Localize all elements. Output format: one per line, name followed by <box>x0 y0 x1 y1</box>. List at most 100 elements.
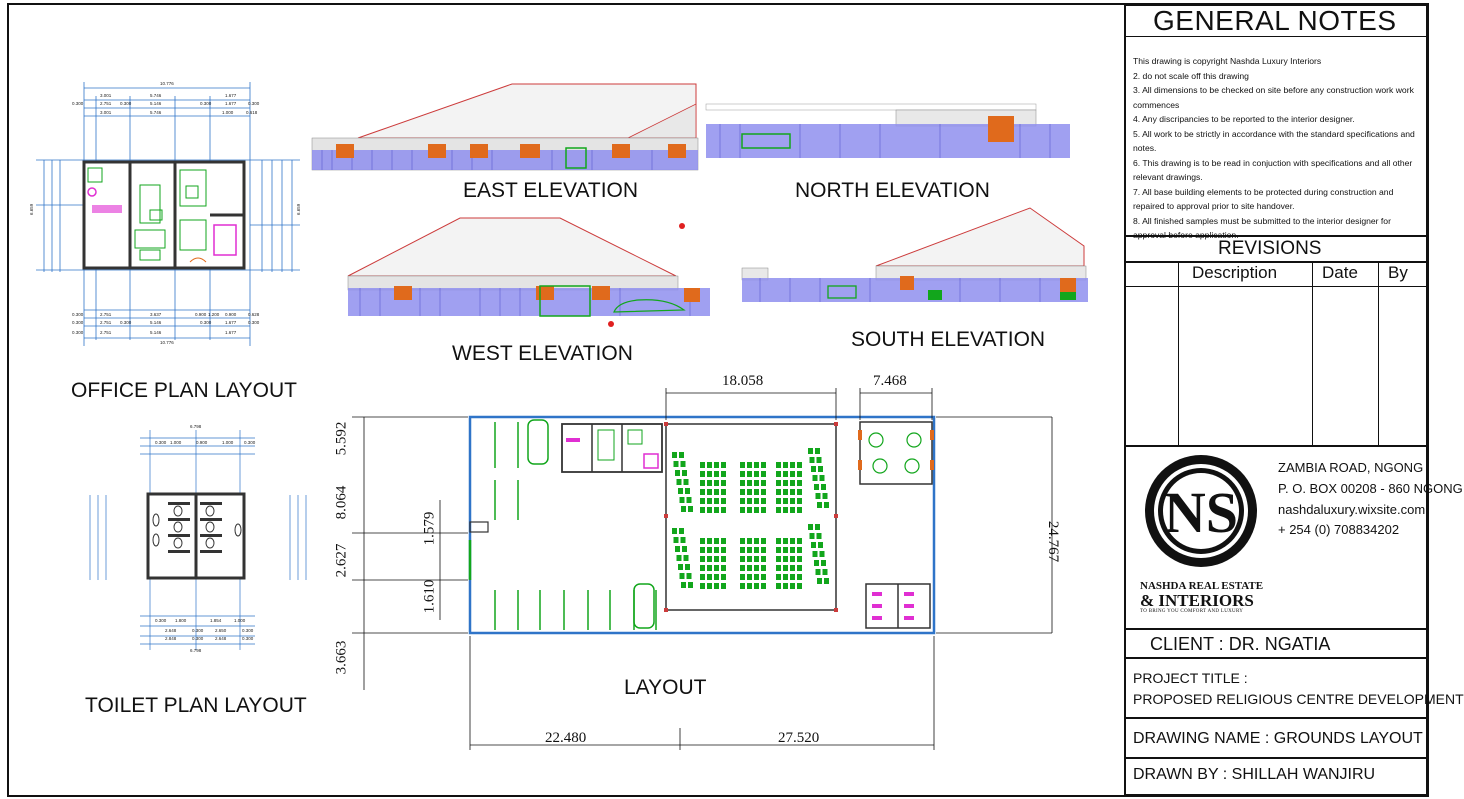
church-seat <box>707 480 712 486</box>
toilet-dimension-text: 2.650 <box>215 628 227 633</box>
title-block <box>1124 4 1428 796</box>
note-item: 5. All work to be strictly in accordance… <box>1133 128 1415 154</box>
church-seat <box>790 471 795 477</box>
church-seat <box>740 480 745 486</box>
church-seat <box>682 546 687 552</box>
church-seat <box>815 493 821 499</box>
church-seat <box>809 457 815 463</box>
church-seat <box>818 542 823 548</box>
church-seat <box>679 573 685 579</box>
church-seat <box>740 565 745 571</box>
church-seat <box>821 484 826 490</box>
church-seat <box>776 489 781 495</box>
church-seat <box>700 498 705 504</box>
svg-text:NS: NS <box>1164 480 1238 545</box>
office-dimension-text: 0.300 <box>72 330 84 335</box>
office-dimension-text: 0.628 <box>248 312 260 317</box>
church-seat <box>700 538 705 544</box>
church-seat <box>821 560 826 566</box>
church-seat <box>714 489 719 495</box>
church-seat <box>819 475 825 481</box>
site-layout-drawing <box>352 388 1053 750</box>
church-seat <box>761 480 766 486</box>
office-dimension-text: 0.300 <box>72 101 84 106</box>
dim-left-2: 8.064 <box>333 485 350 520</box>
office-dimension-text: 6.659 <box>296 203 301 215</box>
church-seat <box>721 462 726 468</box>
church-seat <box>761 489 766 495</box>
company-website-link[interactable]: nashdaluxury.wixsite.com <box>1278 502 1426 517</box>
church-seat <box>783 574 788 580</box>
church-seat <box>761 547 766 553</box>
church-seat <box>714 507 719 513</box>
toilet-dimension-text: 0.300 <box>242 636 254 641</box>
church-seat <box>721 547 726 553</box>
church-seat <box>700 480 705 486</box>
church-seat <box>797 547 802 553</box>
dim-bottom-left: 22.480 <box>545 730 587 746</box>
church-seat <box>747 498 752 504</box>
church-seat <box>824 502 829 508</box>
church-seat <box>790 480 795 486</box>
office-dimension-text: 3.001 <box>100 110 112 115</box>
office-dimension-text: 1.000 <box>222 110 234 115</box>
church-seat <box>747 556 752 562</box>
church-seat <box>776 556 781 562</box>
office-dimension-text: 5.746 <box>150 93 162 98</box>
church-seat <box>776 583 781 589</box>
church-seat <box>679 497 685 503</box>
office-dimension-text: 2.751 <box>100 320 112 325</box>
church-seat <box>747 480 752 486</box>
church-seat <box>761 565 766 571</box>
church-seat <box>714 583 719 589</box>
church-seat <box>761 498 766 504</box>
office-dimension-text: 5.146 <box>150 320 162 325</box>
church-seat <box>812 551 818 557</box>
church-seat <box>740 489 745 495</box>
church-seat <box>685 488 690 494</box>
church-seat <box>676 479 682 485</box>
church-seat <box>776 498 781 504</box>
note-item: 7. All base building elements to be prot… <box>1133 186 1394 212</box>
south-elevation-title: SOUTH ELEVATION <box>851 328 1046 351</box>
office-dimension-text: 1.677 <box>225 320 237 325</box>
church-seat <box>797 556 802 562</box>
toilet-dimension-text: 0.300 <box>192 628 204 633</box>
toilet-dimension-text: 0.900 <box>196 440 208 445</box>
church-seat <box>816 457 822 463</box>
toilet-dimension-text: 0.300 <box>244 440 256 445</box>
west-elevation-drawing <box>347 217 710 327</box>
church-seat <box>797 471 802 477</box>
church-seat <box>721 507 726 513</box>
church-seat <box>700 547 705 553</box>
sheet-border <box>7 3 1429 797</box>
church-seat <box>740 462 745 468</box>
drawing-name: DRAWING NAME : GROUNDS LAYOUT <box>1133 730 1423 747</box>
church-seat <box>700 489 705 495</box>
toilet-plan-drawing <box>89 430 307 650</box>
office-dimension-text: 6.659 <box>29 203 34 215</box>
office-dimension-text: 0.300 <box>120 320 132 325</box>
office-dimension-text: 3.637 <box>150 312 162 317</box>
south-elevation-drawing <box>741 207 1088 302</box>
church-seat <box>747 462 752 468</box>
church-seat <box>783 583 788 589</box>
church-seat <box>754 471 759 477</box>
church-seat <box>754 489 759 495</box>
church-seat <box>790 574 795 580</box>
office-dimension-text: 5.146 <box>150 101 162 106</box>
toilet-dimension-text: 1.000 <box>222 440 234 445</box>
church-seat <box>707 565 712 571</box>
church-seat <box>714 480 719 486</box>
church-seat <box>683 479 689 485</box>
church-seat <box>714 538 719 544</box>
office-dimension-text: 10.776 <box>160 340 174 345</box>
church-seat <box>790 462 795 468</box>
church-seat <box>815 448 820 454</box>
church-seat <box>819 551 825 557</box>
revisions-col-date: Date <box>1322 263 1358 282</box>
church-seat <box>797 538 802 544</box>
dim-left-1: 5.592 <box>333 421 350 456</box>
church-seat <box>747 574 752 580</box>
church-seat <box>678 488 683 494</box>
